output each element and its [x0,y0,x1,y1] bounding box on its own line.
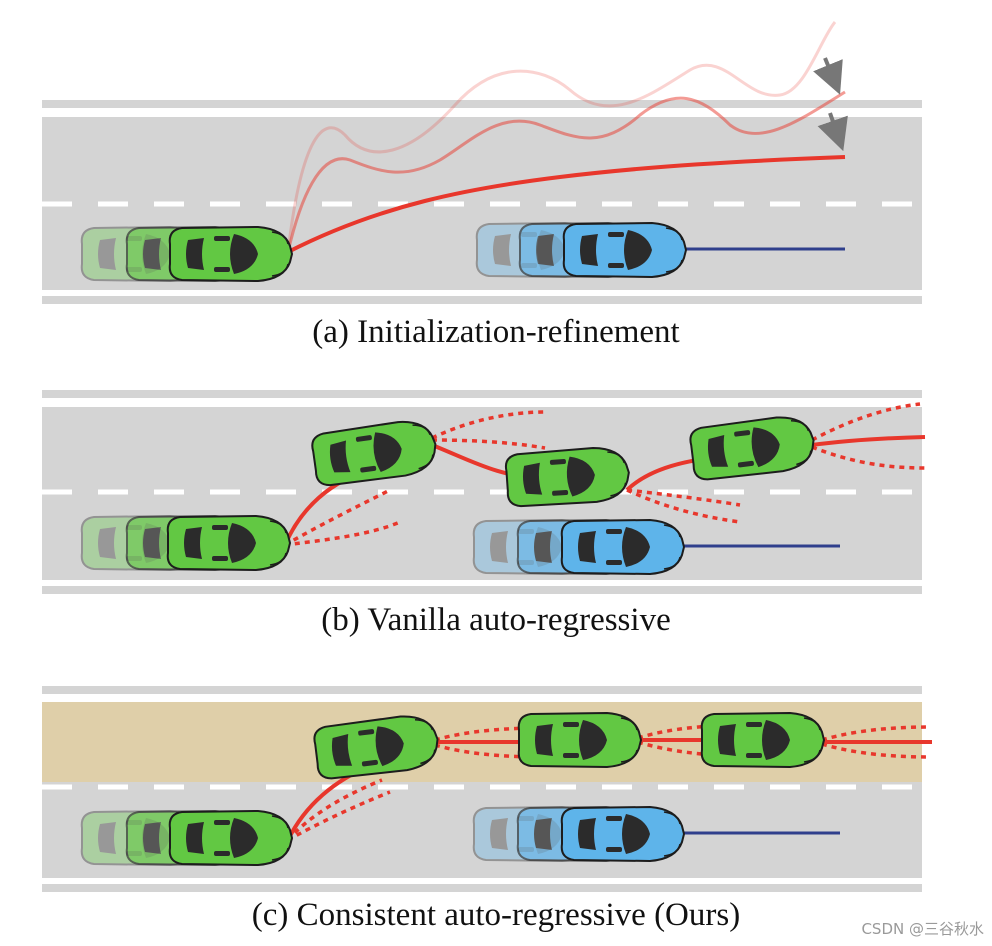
caption-panel-b: (b) Vanilla auto-regressive [321,602,671,638]
caption-panel-c: (c) Consistent auto-regressive (Ours) [251,897,741,933]
road-shoulder-bottom [42,296,922,304]
prediction-step-3-alt-2 [626,488,741,524]
ego-car [166,515,291,571]
prediction-step-4-alt-2 [811,445,926,470]
trajectory-refined-1 [286,90,846,253]
prediction-step-4-alt-1 [811,402,921,442]
prediction-step-4-alt-2 [821,742,931,759]
road-shoulder-top [42,686,922,694]
road-shoulder-top [42,390,922,398]
ego-car-step-3 [700,712,825,768]
panel-a [42,21,922,304]
trajectory-initial [286,21,837,253]
road-shoulder-bottom [42,884,922,892]
prediction-step-1-alt-1 [284,488,391,547]
road-shoulder-top [42,100,922,108]
road-shoulder-bottom [42,586,922,594]
watermark: CSDN @三谷秋水 [861,920,984,938]
panel-c [42,686,932,892]
prediction-step-1-alt-2 [284,520,401,547]
other-car [562,222,687,278]
prediction-step-1-alt-1 [286,778,383,842]
other-car [560,519,685,575]
prediction-step-2-alt-1 [431,410,546,440]
prediction-step-3-alt-1 [637,723,746,740]
ego-car-step-2 [517,712,642,768]
prediction-step-2-alt-2 [431,438,546,450]
other-car [560,806,685,862]
ego-car [168,810,293,866]
prediction-step-3-alt-2 [637,740,746,758]
refine-arrow-2 [817,112,848,152]
refine-arrow-1 [813,57,843,95]
trajectory-final [287,155,846,254]
prediction-step-1-alt-2 [287,790,391,842]
prediction-step-4-alt-1 [821,725,931,742]
ego-car [168,226,293,282]
ego-car-step-2 [504,444,632,509]
prediction-step-4 [811,435,926,447]
prediction-step-2-alt-1 [434,726,546,742]
panel-b [42,390,926,594]
prediction-step-2-alt-2 [434,743,546,759]
caption-panel-a: (a) Initialization-refinement [312,314,680,350]
prediction-step-3-alt-1 [626,488,741,507]
